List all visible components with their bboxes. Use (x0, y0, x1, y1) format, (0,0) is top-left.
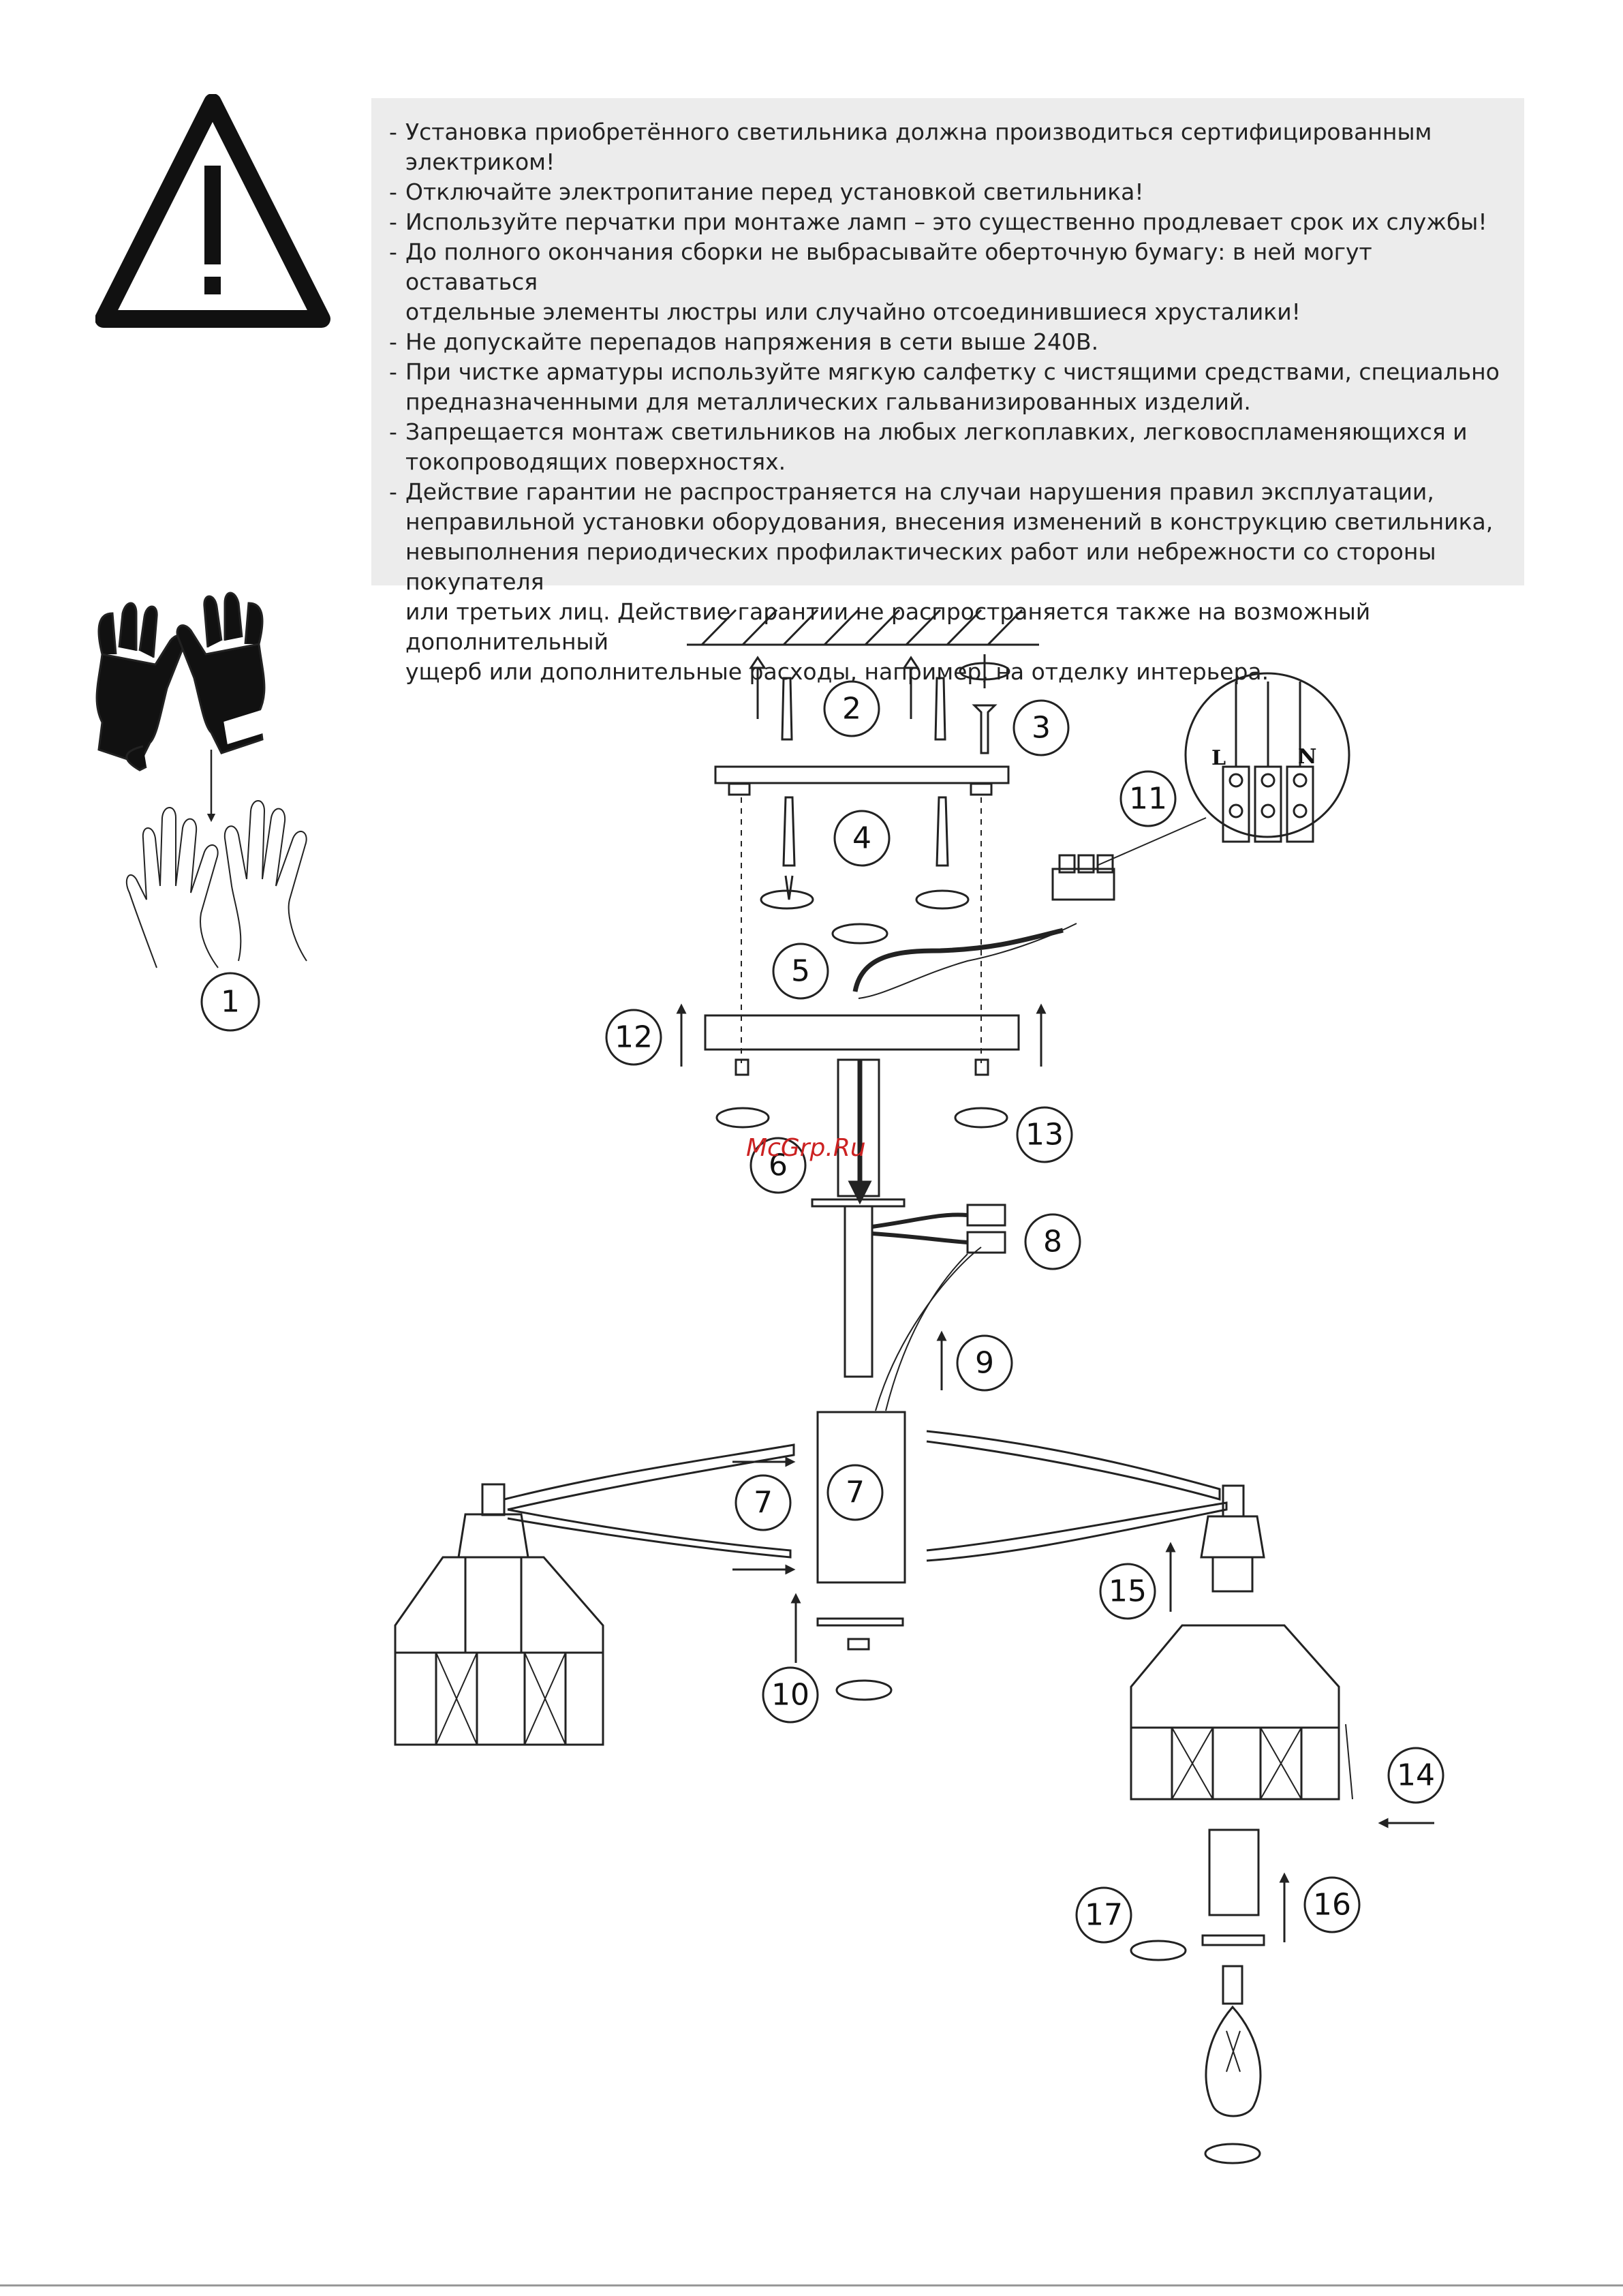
step-16-badge (1303, 1876, 1361, 1933)
safety-notice: -Установка приобретённого светильника до… (371, 98, 1524, 685)
step-7-badge (826, 1464, 884, 1521)
wire-connector (966, 1204, 1006, 1227)
candle-bulb-icon (1205, 1965, 1262, 2117)
safety-rule: -Действие гарантии не распространяется н… (389, 478, 1494, 685)
safety-rule: -Запрещается монтаж светильников на любы… (389, 418, 1468, 475)
line-terminal-label: L (1211, 746, 1226, 770)
step-6-badge (749, 1137, 807, 1194)
wall-anchor-icon (749, 656, 946, 741)
step-11-label: 11 (1129, 782, 1167, 816)
watermark: McGrp.Ru (746, 1134, 866, 1162)
step-3-badge (1013, 699, 1070, 756)
step-16-label: 16 (1313, 1888, 1351, 1923)
step-4-badge (833, 810, 891, 867)
mounting-bar (714, 765, 1010, 796)
canopy (704, 1014, 1020, 1051)
step-13-label: 13 (1025, 1118, 1064, 1152)
mounting-screw-icon (760, 796, 970, 910)
step-6-label: 6 (769, 1148, 788, 1183)
step-5-badge (772, 943, 829, 1000)
safety-rule: -До полного окончания сборки не выбрасыв… (389, 239, 1372, 325)
step-10-badge (762, 1666, 819, 1724)
step-12-badge (605, 1009, 662, 1066)
step-8-label: 8 (1043, 1225, 1062, 1259)
step-7-label: 7 (754, 1486, 773, 1520)
safety-rule: -Установка приобретённого светильника до… (389, 119, 1432, 175)
step-1-label: 1 (221, 985, 240, 1020)
safety-rule: -Не допускайте перепадов напряжения в се… (389, 328, 1099, 355)
bare-hands-icon (125, 800, 307, 968)
supply-wire (852, 928, 1064, 992)
step-7-badge (735, 1474, 792, 1531)
rotate-arrow-icon (831, 923, 888, 945)
terminal-detail (1184, 672, 1350, 843)
terminal-block-icon (1051, 854, 1115, 901)
step-3-label: 3 (1032, 711, 1051, 746)
decorative-nut (974, 1058, 989, 1076)
step-14-badge (1387, 1747, 1444, 1804)
socket-ring (1201, 1934, 1265, 1946)
step-10-label: 10 (771, 1678, 809, 1713)
left-arm (504, 1443, 795, 1511)
finial (847, 1638, 870, 1651)
ceiling-icon (687, 609, 1039, 646)
threaded-rod (844, 1205, 874, 1378)
safety-rule: -Отключайте электропитание перед установ… (389, 179, 1144, 205)
safety-rule: -Используйте перчатки при монтаже ламп –… (389, 209, 1487, 235)
safety-rule: -При чистке арматуры используйте мягкую … (389, 358, 1500, 415)
central-hub (816, 1411, 906, 1584)
step-5-label: 5 (791, 954, 810, 989)
step-12-label: 12 (615, 1020, 653, 1055)
bottom-cap (816, 1617, 904, 1627)
right-arm (926, 1430, 1221, 1501)
lamp-socket-icon (1200, 1484, 1265, 1593)
step-13-badge (1016, 1106, 1073, 1163)
step-15-badge (1099, 1563, 1156, 1620)
screw-icon (959, 654, 1010, 754)
step-8-badge (1024, 1213, 1081, 1270)
step-14-label: 14 (1397, 1758, 1435, 1793)
step-17-badge (1075, 1886, 1132, 1944)
gloves-icon (95, 592, 274, 771)
wire-connector (966, 1231, 1006, 1254)
footer-divider (0, 2284, 1623, 2286)
socket-sleeve (1208, 1828, 1260, 1916)
right-shade (1130, 1624, 1340, 1801)
step-11-badge (1119, 770, 1177, 827)
step-2-badge (823, 680, 880, 737)
step-2-label: 2 (842, 692, 861, 726)
neutral-terminal-label: N (1298, 745, 1316, 769)
step-1-badge (200, 972, 260, 1032)
decorative-nut (735, 1058, 749, 1076)
left-shade (394, 1483, 604, 1746)
step-15-label: 15 (1109, 1574, 1147, 1609)
step-9-label: 9 (975, 1346, 994, 1381)
step-4-label: 4 (852, 821, 871, 856)
warning-triangle-icon (95, 94, 330, 328)
step-17-label: 17 (1085, 1898, 1123, 1933)
step-7-label: 7 (846, 1475, 865, 1510)
step-9-badge (956, 1334, 1013, 1392)
